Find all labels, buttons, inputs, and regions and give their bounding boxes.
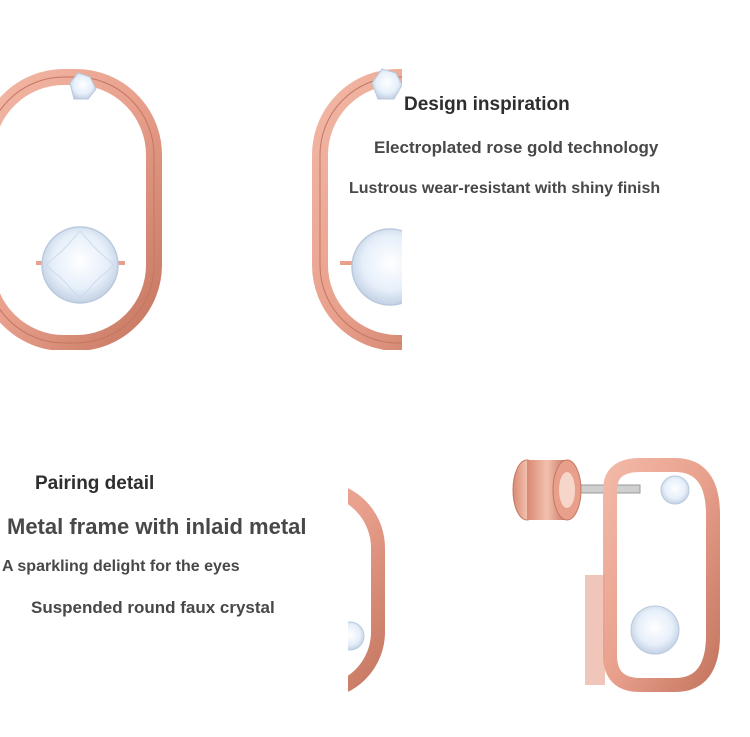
small-crystal-top [69, 72, 97, 100]
small-crystal-top [371, 68, 402, 100]
earring-side-view-image [512, 458, 720, 692]
design-inspiration-title: Design inspiration [404, 94, 570, 115]
pairing-line-suspended: Suspended round faux crystal [31, 598, 275, 617]
pairing-line-sparkling: A sparkling delight for the eyes [2, 558, 240, 575]
design-line-electroplated: Electroplated rose gold technology [374, 138, 659, 157]
design-line-lustrous: Lustrous wear-resistant with shiny finis… [349, 180, 661, 197]
round-crystal [36, 226, 125, 304]
earring-crop-right-image [312, 68, 402, 350]
pairing-headline: Metal frame with inlaid metal [7, 514, 307, 539]
earring-front-view-image [0, 69, 162, 350]
earring-strip-image [348, 488, 385, 692]
pairing-detail-title: Pairing detail [35, 473, 155, 494]
round-crystal [340, 228, 402, 306]
earring-back [512, 459, 582, 521]
